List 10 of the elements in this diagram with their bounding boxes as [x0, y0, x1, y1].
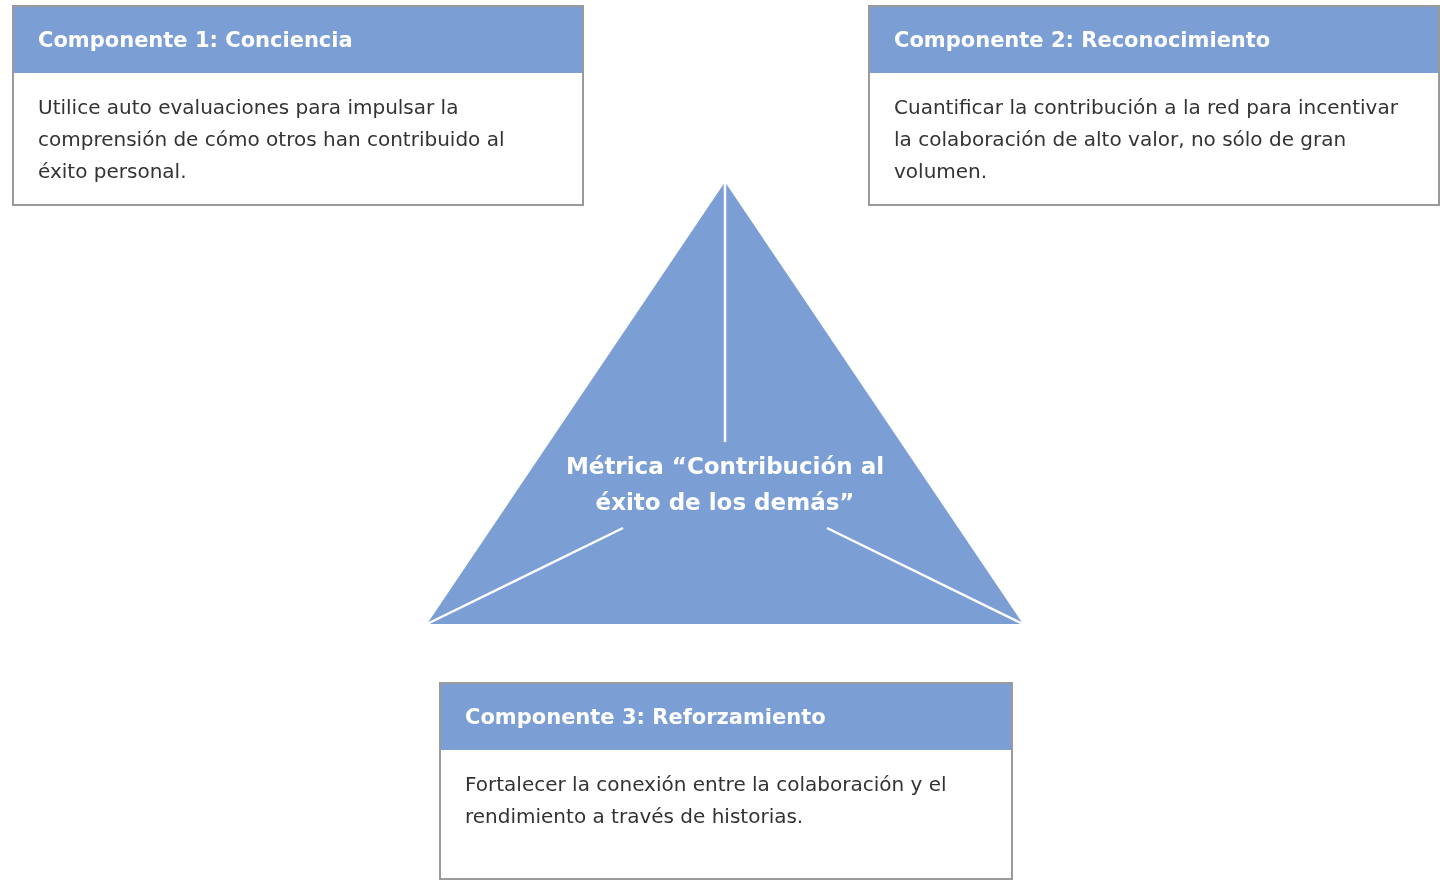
card-header: Componente 1: Conciencia [14, 7, 582, 73]
component-card [868, 5, 1440, 206]
card-header: Componente 3: Reforzamiento [441, 684, 1011, 750]
card-text: Utilice auto evaluaciones para impulsar la comprensión de cómo otros han contribuido al éxito personal. [37, 94, 506, 185]
card-text: Cuantificar la contribución a la red para incentivar la colaboración de alto valor, no sólo de gran volumen. [893, 94, 1399, 185]
component-card [439, 682, 1013, 880]
triangle-label: Métrica “Contribución al éxito de los demás” [564, 452, 886, 517]
card-header: Componente 2: Reconocimiento [870, 7, 1438, 73]
component-card [12, 5, 584, 206]
card-text: Fortalecer la conexión entre la colaboración y el rendimiento a través de historias. [464, 771, 948, 830]
